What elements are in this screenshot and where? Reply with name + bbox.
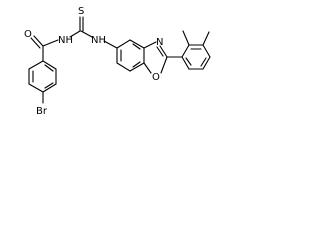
carbonyl-oxygen-label: O xyxy=(24,29,32,40)
oxazole-ring xyxy=(143,41,168,74)
oxazole-oxygen-label: O xyxy=(152,72,160,83)
carbonyl-nh-bond xyxy=(42,39,59,47)
methyl-bond-ortho xyxy=(182,30,190,46)
thio-sulfur-label: S xyxy=(78,6,84,17)
oxazole-nitrogen-label: N xyxy=(156,37,163,48)
nh-thiocarbon-bond xyxy=(69,30,81,38)
thiocarbonyl-bond xyxy=(79,16,84,32)
amide-nh-label: NH xyxy=(58,35,73,46)
carbonyl-bond xyxy=(30,35,44,49)
dimethylphenyl-ring xyxy=(181,44,211,70)
benzoxazole-benzo-ring xyxy=(116,39,145,72)
methyl-bond-meta xyxy=(202,31,210,46)
thiourea-nh-label: NH xyxy=(91,35,106,46)
bromophenyl-ring xyxy=(28,60,57,93)
nh-benzoxazole-bond xyxy=(103,40,118,49)
molecule-structure: O NH S NH Br N O xyxy=(24,6,211,117)
bromine-label: Br xyxy=(36,106,48,117)
thiocarbon-nh-bond xyxy=(80,30,93,38)
